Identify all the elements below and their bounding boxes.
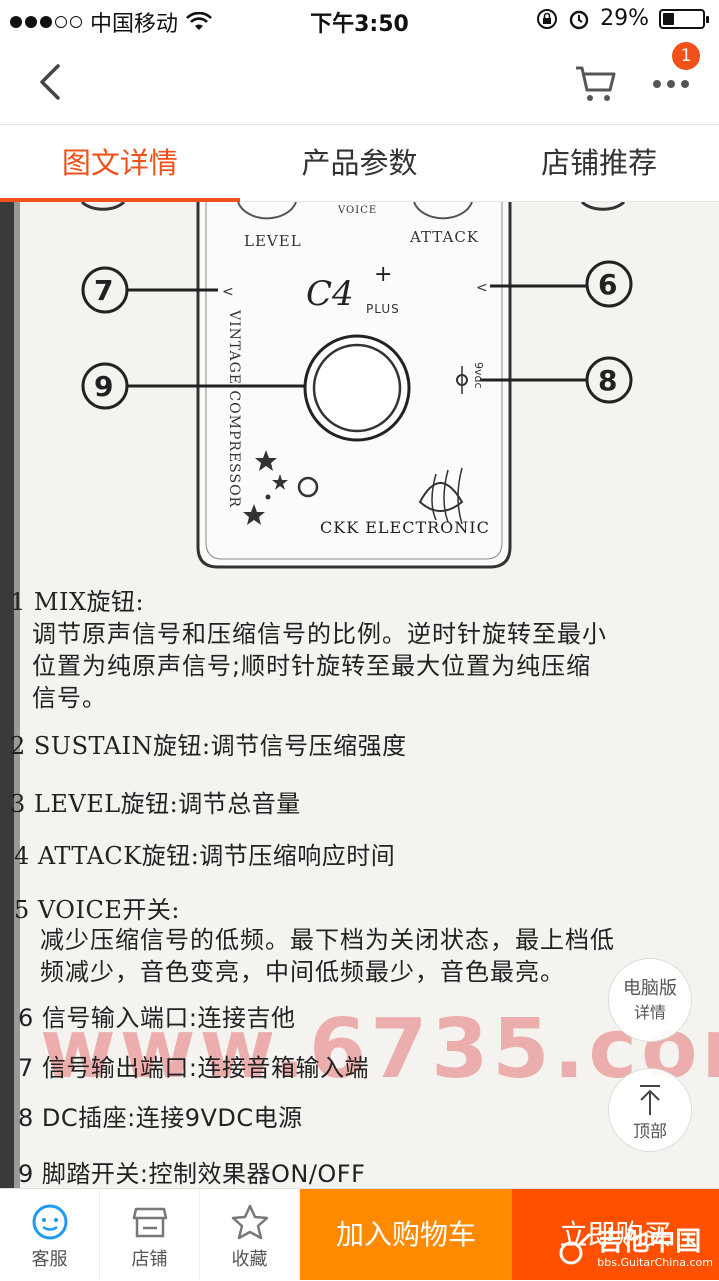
guitar-logo-icon [559, 1232, 592, 1264]
favorite-button[interactable]: 收藏 [200, 1189, 300, 1280]
add-to-cart-button[interactable]: 加入购物车 [300, 1189, 512, 1280]
cart-icon [576, 66, 616, 101]
tab-image-details[interactable]: 图文详情 [0, 125, 240, 202]
site-logo-name: 吉他中国 [597, 1227, 702, 1257]
customer-service-button[interactable]: 客服 [0, 1189, 100, 1280]
pedal-model: C4 [306, 274, 354, 314]
manual-item-1-title: 1 MIX旋钮: [10, 588, 145, 616]
detail-tabs: 图文详情 产品参数 店铺推荐 [0, 124, 719, 202]
pedal-diagram: < < [0, 202, 719, 1188]
guitarchina-logo: 吉他中国 bbs.GuitarChina.com [557, 1228, 713, 1269]
site-logo-url: bbs.GuitarChina.com [597, 1256, 713, 1269]
alarm-icon [569, 10, 589, 29]
manual-item-7: 7 信号输出端口:连接音箱输入端 [18, 1054, 369, 1082]
svg-text:<: < [222, 284, 234, 300]
manual-item-2: 2 SUSTAIN旋钮:调节信号压缩强度 [10, 732, 407, 760]
pedal-vertical-label: VINTAGE COMPRESSOR [226, 310, 242, 509]
manual-item-8: 8 DC插座:连接9VDC电源 [18, 1104, 303, 1132]
back-button[interactable] [28, 58, 76, 106]
pedal-plus-label: PLUS [366, 302, 400, 316]
more-button[interactable] [646, 58, 696, 106]
callout-6: 6 [598, 268, 618, 301]
manual-item-1-line-2: 位置为纯原声信号;顺时针旋转至最大位置为纯压缩 [32, 652, 592, 680]
pc-version-button[interactable]: 电脑版 详情 [608, 958, 692, 1042]
nav-bar [0, 40, 719, 124]
tab-product-params[interactable]: 产品参数 [301, 146, 418, 180]
callout-8: 8 [598, 364, 618, 397]
wifi-icon [186, 12, 212, 30]
favorite-label: 收藏 [231, 1249, 268, 1270]
signal-strength-icon [10, 16, 82, 28]
manual-item-1-line-1: 调节原声信号和压缩信号的比例。逆时针旋转至最小 [32, 620, 607, 648]
pedal-label-attack: ATTACK [410, 228, 479, 246]
svg-text:<: < [476, 280, 488, 296]
chevron-left-icon [40, 64, 60, 100]
battery-icon [659, 8, 709, 29]
customer-service-label: 客服 [31, 1249, 68, 1270]
manual-item-3: 3 LEVEL旋钮:调节总音量 [10, 790, 301, 818]
callout-7: 7 [94, 274, 114, 307]
manual-item-9: 9 脚踏开关:控制效果器ON/OFF [18, 1160, 366, 1188]
pedal-label-voice: VOICE [338, 205, 378, 216]
manual-item-1-line-3: 信号。 [32, 684, 107, 712]
orientation-lock-icon [537, 8, 558, 29]
site-watermark: www.6735.com [40, 1002, 719, 1097]
pedal-label-level: LEVEL [244, 232, 302, 250]
back-to-top-button[interactable]: 顶部 [608, 1068, 692, 1152]
manual-item-5-line-1: 减少压缩信号的低频。最下档为关闭状态，最上档低 [40, 926, 615, 954]
bottom-action-bar: 客服 店铺 收藏 加入购物车 立即购买 [0, 1188, 719, 1280]
shop-button[interactable]: 店铺 [100, 1189, 200, 1280]
pedal-plus-sign: + [374, 262, 393, 287]
carrier-name: 中国移动 [90, 12, 179, 37]
product-detail-image: < < LEVEL VOICE ATTACK 7 6 9 8 C4 + PLUS… [0, 202, 719, 1188]
buy-now-button[interactable]: 立即购买 [512, 1189, 719, 1280]
arrow-up-icon [640, 1085, 660, 1115]
shop-icon [132, 1207, 167, 1238]
cart-button[interactable] [570, 58, 620, 106]
pedal-brand: CKK ELECTRONIC [320, 518, 490, 537]
clock: 下午3:50 [310, 12, 409, 37]
callout-9: 9 [94, 370, 114, 403]
pc-version-sublabel: 详情 [633, 1003, 666, 1022]
pedal-dc-label: 9vdc [472, 362, 485, 389]
back-to-top-label: 顶部 [633, 1122, 667, 1142]
star-icon [231, 1204, 268, 1240]
service-face-icon [32, 1204, 67, 1240]
battery-percent: 29% [600, 6, 649, 31]
manual-item-5-title: 5 VOICE开关: [14, 896, 180, 924]
tab-shop-recommend[interactable]: 店铺推荐 [541, 146, 658, 180]
shop-label: 店铺 [131, 1249, 168, 1270]
cart-count-badge: 1 [672, 42, 700, 70]
more-dots-icon [653, 80, 689, 88]
pc-version-label: 电脑版 [623, 978, 677, 999]
manual-item-4: 4 ATTACK旋钮:调节压缩响应时间 [14, 842, 396, 870]
manual-item-6: 6 信号输入端口:连接吉他 [18, 1004, 296, 1032]
status-bar: 中国移动 下午3:50 29% [0, 0, 719, 40]
manual-item-5-line-2: 频减少，音色变亮，中间低频最少，音色最亮。 [40, 958, 565, 986]
